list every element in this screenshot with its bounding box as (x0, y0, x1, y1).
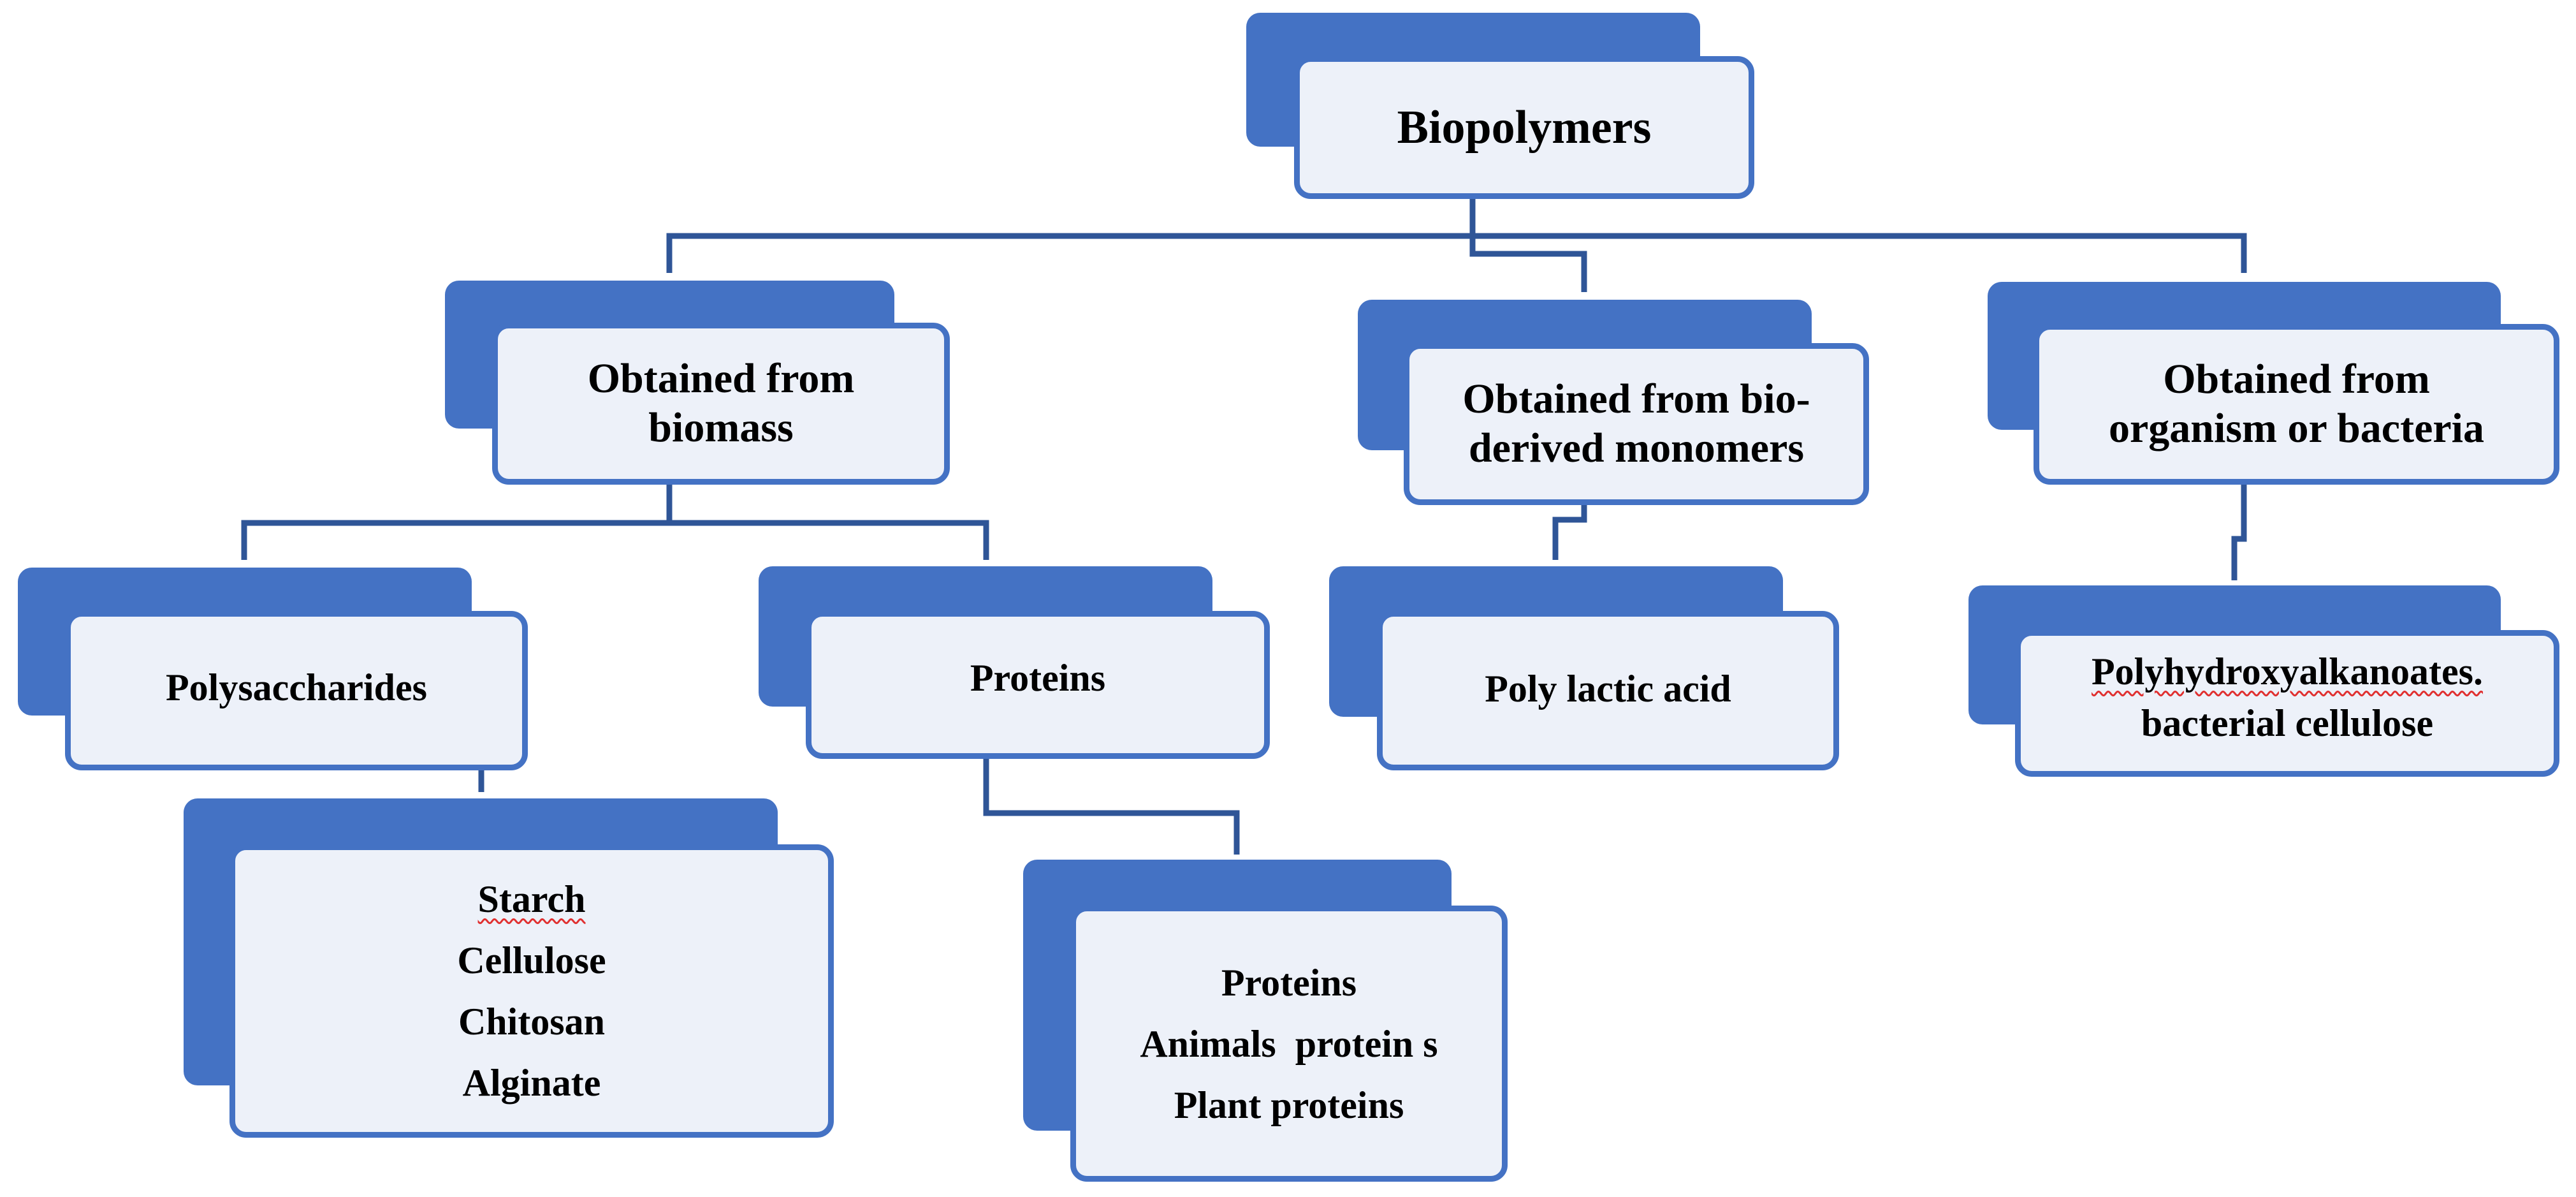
node-label: Poly lactic acid (1485, 667, 1731, 710)
node-obtained-from-biomass: Obtained from biomass (445, 281, 950, 485)
connector-monomers-to-pla (1552, 502, 1587, 560)
node-label-line-1: Polyhydroxyalkanoates. (2092, 650, 2483, 693)
node-obtained-from-organism-or-bacteria: Obtained from organism or bacteria (1988, 282, 2559, 485)
node-label-line-1: Obtained from (2163, 356, 2430, 403)
node-box: Polysaccharides (65, 611, 528, 770)
node-box: Obtained from organism or bacteria (2034, 324, 2559, 485)
connector-proteins-to-list (983, 758, 1240, 855)
connector-root-to-level1 (666, 199, 2247, 273)
node-label-line-2: derived monomers (1468, 425, 1805, 471)
node-box: Poly lactic acid (1377, 611, 1839, 770)
node-label-line-1: Obtained from (587, 355, 855, 402)
list-item: Proteins (1221, 961, 1357, 1004)
node-biopolymers: Biopolymers (1246, 13, 1756, 199)
node-poly-lactic-acid: Poly lactic acid (1329, 566, 1839, 770)
node-label-line-2: organism or bacteria (2108, 405, 2484, 452)
list-item: Animals protein s (1140, 1022, 1438, 1065)
list-item: Chitosan (458, 1001, 606, 1043)
connector-organism-to-pha (2231, 483, 2247, 580)
node-box: Proteins (806, 611, 1270, 759)
list-item: Cellulose (457, 939, 606, 981)
node-box: Obtained from biomass (492, 323, 950, 485)
node-box: Polyhydroxyalkanoates. bacterial cellulo… (2015, 630, 2559, 777)
node-protein-examples: Proteins Animals protein s Plant protein… (1023, 860, 1508, 1182)
node-box: Obtained from bio- derived monomers (1404, 343, 1869, 505)
node-label: Polysaccharides (166, 666, 427, 709)
node-proteins: Proteins (759, 566, 1270, 759)
node-polysaccharide-examples: Starch Cellulose Chitosan Alginate (184, 798, 834, 1138)
node-label: Biopolymers (1397, 101, 1652, 154)
node-label: Proteins (970, 656, 1106, 699)
list-item: Starch (477, 878, 586, 920)
connector-biomass-to-children (241, 481, 989, 560)
node-label-line-2: biomass (648, 404, 794, 451)
node-label-line-1: Obtained from bio- (1462, 376, 1810, 423)
node-box: Starch Cellulose Chitosan Alginate (229, 844, 834, 1138)
connector-root-to-monomers (1469, 236, 1587, 292)
node-polyhydroxyalkanoates: Polyhydroxyalkanoates. bacterial cellulo… (1968, 585, 2559, 777)
node-box: Proteins Animals protein s Plant protein… (1070, 906, 1508, 1182)
node-obtained-from-bio-derived-monomers: Obtained from bio- derived monomers (1358, 300, 1869, 505)
node-box: Biopolymers (1294, 56, 1754, 199)
node-label-line-2: bacterial cellulose (2141, 702, 2434, 744)
list-item: Alginate (462, 1062, 601, 1104)
list-item: Plant proteins (1174, 1083, 1404, 1126)
node-polysaccharides: Polysaccharides (18, 568, 528, 770)
